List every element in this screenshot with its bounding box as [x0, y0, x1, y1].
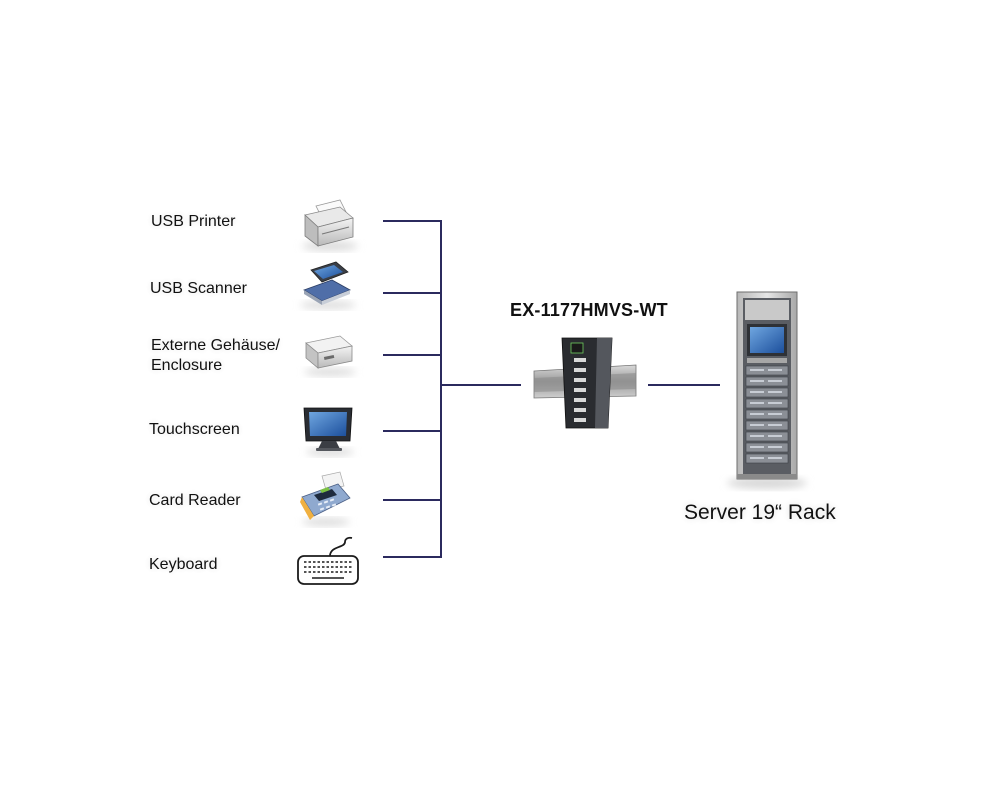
scanner-icon — [300, 261, 356, 309]
device-label-touchscreen: Touchscreen — [149, 421, 240, 438]
hard-drive-enclosure-icon — [304, 335, 356, 376]
device-label-enclosure: Externe Gehäuse/ Enclosure — [151, 337, 280, 374]
connection-lines — [383, 220, 720, 558]
card-reader-terminal-icon — [300, 471, 351, 526]
device-label-usb-printer: USB Printer — [151, 213, 236, 230]
device-label-card-reader: Card Reader — [149, 492, 241, 509]
touchscreen-monitor-icon — [303, 407, 354, 456]
keyboard-icon — [297, 536, 359, 585]
usb-hub-din-rail-icon — [533, 337, 637, 429]
device-label-keyboard: Keyboard — [149, 556, 218, 573]
server-rack-label: Server 19“ Rack — [684, 501, 836, 524]
printer-icon — [302, 199, 358, 251]
hub-model-label: EX-1177HMVS-WT — [510, 300, 668, 320]
device-label-usb-scanner: USB Scanner — [150, 280, 247, 297]
server-rack-icon — [727, 291, 807, 489]
